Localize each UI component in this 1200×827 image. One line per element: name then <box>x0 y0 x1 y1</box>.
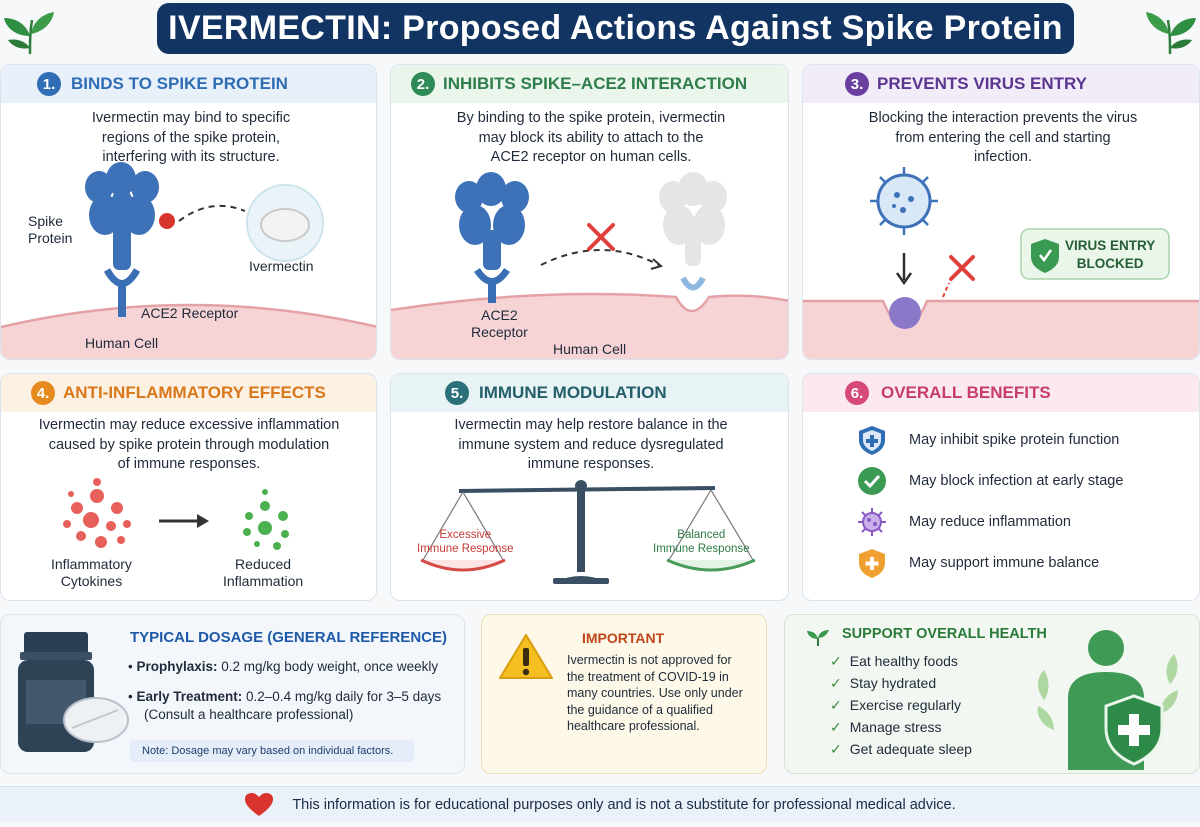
virus-icon <box>858 508 886 536</box>
dosage-note: Note: Dosage may vary based on individua… <box>130 740 414 762</box>
health-item: ✓Manage stress <box>830 718 942 736</box>
dosage-prophylaxis: • Prophylaxis: 0.2 mg/kg body weight, on… <box>128 659 439 674</box>
benefit-item: May support immune balance <box>855 547 1099 579</box>
cross-icon <box>587 223 615 251</box>
page-title: IVERMECTIN: Proposed Actions Against Spi… <box>157 3 1074 54</box>
pill-icon <box>260 208 310 242</box>
panel-anti-inflammatory: 4. ANTI-INFLAMMATORY EFFECTS Ivermectin … <box>0 373 377 601</box>
dosage-early-treatment: • Early Treatment: 0.2–0.4 mg/kg daily f… <box>128 689 442 704</box>
step-number: 3. <box>845 72 869 96</box>
panel-inhibits-ace2: 2. INHIBITS SPIKE–ACE2 INTERACTION By bi… <box>390 64 789 360</box>
person-shield-icon <box>1037 630 1178 770</box>
panel-prevents-entry: 3. PREVENTS VIRUS ENTRY Blocking the int… <box>802 64 1200 360</box>
step-number: 6. <box>845 381 869 405</box>
benefit-item: May block infection at early stage <box>855 465 1123 497</box>
label-human-cell: Human Cell <box>85 335 159 351</box>
cytokine-illustration <box>63 478 289 550</box>
leaf-icon <box>1146 12 1196 55</box>
panel-description: Ivermectin may help restore balance in t… <box>454 417 728 472</box>
panel-binds-spike: 1. BINDS TO SPIKE PROTEIN Ivermectin may… <box>0 64 377 360</box>
heart-icon <box>245 792 274 816</box>
check-circle-icon <box>858 467 886 495</box>
health-item: ✓Stay hydrated <box>830 674 937 692</box>
step-number: 2. <box>411 72 435 96</box>
dosage-consult: (Consult a healthcare professional) <box>144 707 354 722</box>
panel-heading: OVERALL BENEFITS <box>881 383 1051 402</box>
orange-shield-icon <box>859 549 885 578</box>
spike-ace2-illustration <box>391 172 788 359</box>
label-ivermectin: Ivermectin <box>249 258 314 274</box>
dosage-heading: TYPICAL DOSAGE (GENERAL REFERENCE) <box>130 628 447 646</box>
sprout-icon <box>807 630 829 646</box>
cross-icon <box>949 255 975 281</box>
panel-heading: PREVENTS VIRUS ENTRY <box>877 74 1088 93</box>
important-heading: IMPORTANT <box>582 630 665 646</box>
step-number: 1. <box>37 72 61 96</box>
health-item: ✓Eat healthy foods <box>830 652 958 670</box>
leaf-icon <box>4 12 54 55</box>
health-item: ✓Get adequate sleep <box>830 740 972 758</box>
spike-binding-illustration <box>1 162 376 359</box>
shield-check-icon <box>1031 239 1059 273</box>
panel-heading: INHIBITS SPIKE–ACE2 INTERACTION <box>443 74 748 93</box>
benefit-item: May reduce inflammation <box>855 506 1071 538</box>
medicine-bottle-icon <box>18 632 129 752</box>
panel-heading: ANTI-INFLAMMATORY EFFECTS <box>63 383 326 402</box>
shield-plus-icon <box>859 426 885 455</box>
panel-description: Ivermectin may reduce excessive inflamma… <box>38 417 340 472</box>
health-item: ✓Exercise regularly <box>830 696 961 714</box>
panel-description: Blocking the interaction prevents the vi… <box>868 110 1138 165</box>
spike-protein-icon <box>85 162 159 270</box>
label-human-cell: Human Cell <box>553 341 627 357</box>
panel-heading: IMMUNE MODULATION <box>479 383 667 402</box>
step-number: 4. <box>31 381 55 405</box>
panel-description: By binding to the spike protein, ivermec… <box>456 110 726 165</box>
health-heading: SUPPORT OVERALL HEALTH <box>842 626 1047 642</box>
warning-icon <box>499 634 553 679</box>
virus-entry-illustration <box>803 167 1199 359</box>
panel-immune-modulation: 5. IMMUNE MODULATION Ivermectin may help… <box>390 373 789 601</box>
benefit-item: May inhibit spike protein function <box>855 424 1119 456</box>
footer-disclaimer: This information is for educational purp… <box>0 786 1200 822</box>
panel-heading: BINDS TO SPIKE PROTEIN <box>71 74 288 93</box>
balance-scale-icon <box>420 480 756 584</box>
label-ace2: ACE2 Receptor <box>141 305 239 321</box>
step-number: 5. <box>445 381 469 405</box>
